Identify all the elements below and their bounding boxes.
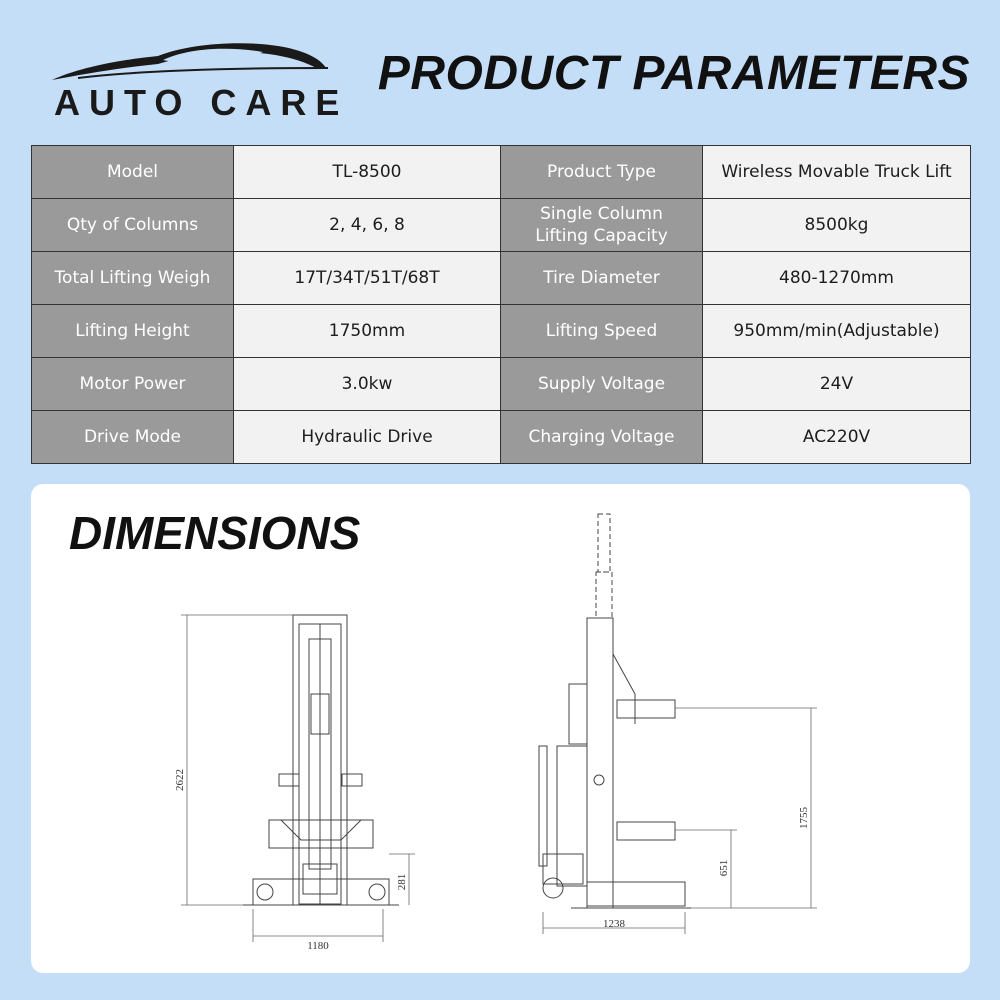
table-row: Model TL-8500 Product Type Wireless Mova… bbox=[31, 145, 971, 199]
param-value: 17T/34T/51T/68T bbox=[233, 251, 501, 305]
front-width-dimension: 1180 bbox=[307, 940, 329, 952]
param-label: Total Lifting Weigh bbox=[31, 251, 234, 305]
dimensions-panel: DIMENSIONS bbox=[31, 484, 970, 973]
param-value: Wireless Movable Truck Lift bbox=[702, 145, 971, 199]
table-row: Drive Mode Hydraulic Drive Charging Volt… bbox=[31, 410, 971, 464]
param-label: Single Column Lifting Capacity bbox=[500, 198, 703, 252]
front-base-dimension: 281 bbox=[396, 874, 408, 891]
param-value: 3.0kw bbox=[233, 357, 501, 411]
car-silhouette-icon bbox=[52, 43, 329, 80]
table-row: Qty of Columns 2, 4, 6, 8 Single Column … bbox=[31, 198, 971, 252]
side-platform-dimension: 651 bbox=[718, 860, 730, 877]
dimensions-title: DIMENSIONS bbox=[69, 507, 361, 559]
table-row: Total Lifting Weigh 17T/34T/51T/68T Tire… bbox=[31, 251, 971, 305]
param-label: Supply Voltage bbox=[500, 357, 703, 411]
param-value: Hydraulic Drive bbox=[233, 410, 501, 464]
brand-logo: AUTO CARE bbox=[48, 38, 339, 123]
param-value: 2, 4, 6, 8 bbox=[233, 198, 501, 252]
param-label: Lifting Speed bbox=[500, 304, 703, 358]
param-value: AC220V bbox=[702, 410, 971, 464]
param-label: Product Type bbox=[500, 145, 703, 199]
param-value: 480-1270mm bbox=[702, 251, 971, 305]
table-row: Lifting Height 1750mm Lifting Speed 950m… bbox=[31, 304, 971, 358]
param-value: 8500kg bbox=[702, 198, 971, 252]
param-value: 1750mm bbox=[233, 304, 501, 358]
param-value: 950mm/min(Adjustable) bbox=[702, 304, 971, 358]
param-label: Model bbox=[31, 145, 234, 199]
param-label: Motor Power bbox=[31, 357, 234, 411]
param-value: TL-8500 bbox=[233, 145, 501, 199]
side-width-dimension: 1238 bbox=[603, 918, 626, 930]
param-label: Drive Mode bbox=[31, 410, 234, 464]
param-value: 24V bbox=[702, 357, 971, 411]
param-label: Qty of Columns bbox=[31, 198, 234, 252]
front-height-dimension: 2622 bbox=[174, 769, 186, 791]
param-label: Tire Diameter bbox=[500, 251, 703, 305]
table-row: Motor Power 3.0kw Supply Voltage 24V bbox=[31, 357, 971, 411]
side-lift-dimension: 1755 bbox=[798, 807, 810, 830]
brand-name: AUTO CARE bbox=[54, 82, 349, 123]
page-title: PRODUCT PARAMETERS bbox=[377, 47, 970, 100]
parameters-table: Model TL-8500 Product Type Wireless Mova… bbox=[31, 145, 971, 464]
technical-drawing: 2622 1180 281 1755 651 1238 bbox=[174, 513, 817, 952]
param-label: Charging Voltage bbox=[500, 410, 703, 464]
front-view-drawing bbox=[243, 614, 399, 906]
param-label: Lifting Height bbox=[31, 304, 234, 358]
side-view-drawing bbox=[538, 513, 691, 909]
